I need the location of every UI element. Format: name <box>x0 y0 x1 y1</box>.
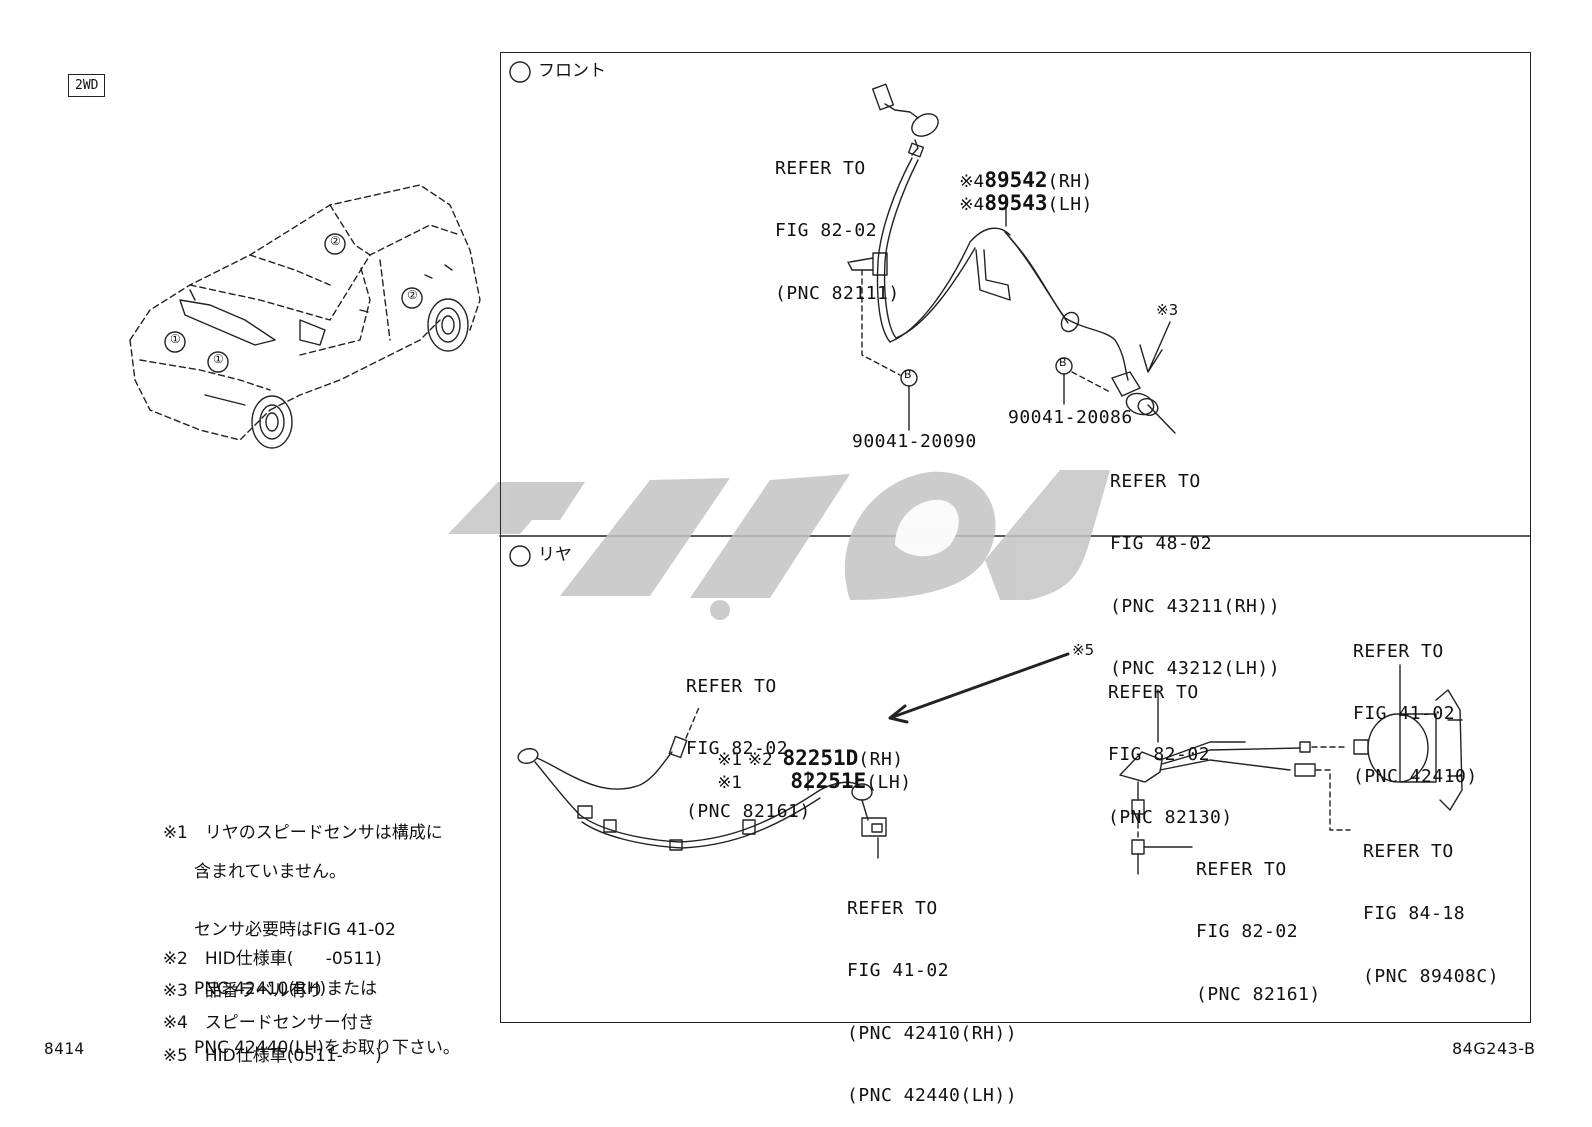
rear-refer-top-left: REFER TO FIG 82-02 (PNC 82161) <box>686 676 811 822</box>
badge-2wd: 2WD <box>68 74 106 97</box>
section-rear-title: リヤ <box>538 545 572 565</box>
front-part-rh: ※489542(RH) <box>959 168 1093 193</box>
figure-code: 84G243-B <box>1452 1039 1536 1058</box>
rear-refer-mid: REFER TO FIG 82-02 (PNC 82130) <box>1108 682 1233 828</box>
section-front-title: フロント <box>538 61 606 81</box>
car-callout-rear-2: ② <box>407 288 418 302</box>
front-b-right: B <box>1059 356 1067 369</box>
hid-arrow <box>888 652 1070 724</box>
rear-harness <box>517 704 887 859</box>
rear-part-rh: ※1 ※2 82251D(RH) <box>717 746 904 771</box>
car-callout-front-2: ① <box>213 352 224 366</box>
car-rear-wheel <box>427 298 469 352</box>
front-bolt-right: 90041-20086 <box>1008 407 1133 428</box>
front-harness <box>847 83 1176 434</box>
car-callout-circle <box>401 287 423 309</box>
front-mark-3: ※3 <box>1156 301 1179 319</box>
section-front-circle <box>509 61 531 83</box>
car-callout-rear-1: ② <box>330 234 341 248</box>
page-code: 8414 <box>44 1039 85 1058</box>
diagram-artwork <box>129 61 1531 875</box>
rear-refer-right: REFER TO FIG 84-18 (PNC 89408C) <box>1363 841 1500 987</box>
rear-mark-5: ※5 <box>1072 641 1095 659</box>
rear-refer-top-right: REFER TO FIG 41-02 (PNC 42410) <box>1353 641 1478 787</box>
front-part-lh: ※489543(LH) <box>959 191 1093 216</box>
car-callout-circle <box>164 331 186 353</box>
car-callout-front-1: ① <box>170 332 181 346</box>
front-bolt-left: 90041-20090 <box>852 431 977 452</box>
front-leaders <box>861 197 1111 431</box>
car-callout-circle <box>324 233 346 255</box>
car-outline <box>129 184 481 441</box>
car-solid-details <box>179 264 453 406</box>
front-refer-top: REFER TO FIG 82-02 (PNC 82111) <box>775 158 900 304</box>
hid-harness <box>1119 664 1463 875</box>
car-callout-circle <box>207 351 229 373</box>
diagram-frame <box>500 52 1531 1023</box>
section-rear-circle <box>509 545 531 567</box>
rear-refer-bottom-left: REFER TO FIG 41-02 (PNC 42410(RH)) (PNC … <box>847 898 1018 1106</box>
front-refer-bottom: REFER TO FIG 48-02 (PNC 43211(RH)) (PNC … <box>1110 471 1281 679</box>
front-b-left: B <box>904 368 912 381</box>
car-front-wheel <box>251 395 293 449</box>
rear-refer-mid-bottom: REFER TO FIG 82-02 (PNC 82161) <box>1196 859 1321 1005</box>
